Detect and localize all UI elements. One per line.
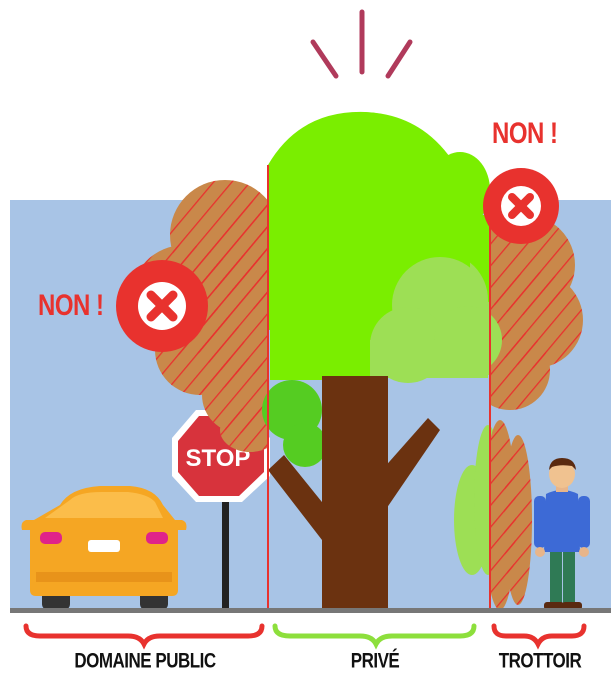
attention-lines-icon [313,12,410,76]
non-label-right: NON ! [492,117,558,152]
close-icon [116,260,208,352]
close-icon [483,168,559,244]
zone-label-sidewalk: TROTTOIR [490,649,590,674]
brace-sidewalk [494,626,584,644]
brace-private [275,626,474,644]
zone-label-private: PRIVÉ [330,649,420,674]
brace-public [26,626,262,644]
ground-line [10,608,611,613]
non-label-left: NON ! [38,289,104,324]
overhang-bush-right [484,420,532,610]
zone-label-public: DOMAINE PUBLIC [55,649,235,674]
